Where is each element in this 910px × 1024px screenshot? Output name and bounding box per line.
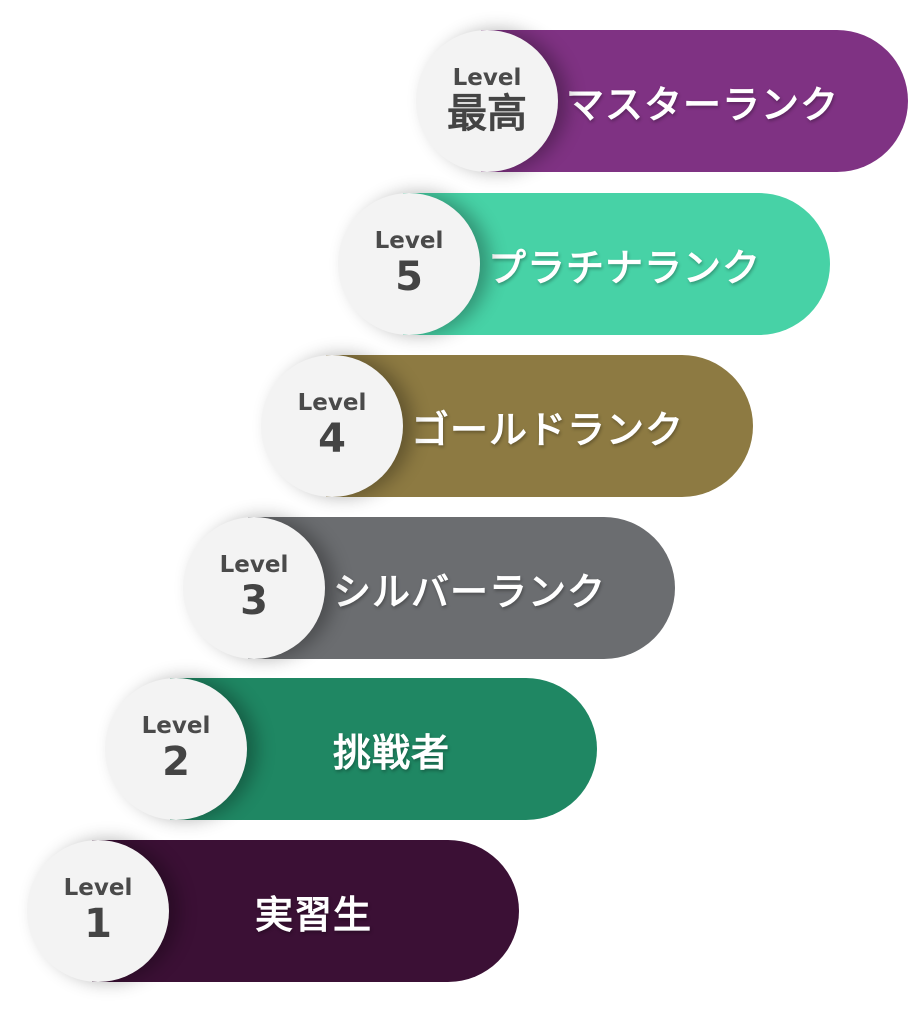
rank-challenger: 挑戦者 Level 2 [105,678,597,820]
rank-gold-name: ゴールドランク [410,407,684,452]
level-caption: Level [374,228,444,254]
rank-platinum-name: プラチナランク [487,245,761,290]
rank-master: マスターランク Level 最高 [416,30,908,172]
rank-challenger-level-badge: Level 2 [105,678,247,820]
level-value: 3 [240,578,268,624]
rank-platinum: プラチナランク Level 5 [338,193,830,335]
rank-silver-name: シルバーランク [332,569,606,614]
rank-gold-level-badge: Level 4 [261,355,403,497]
level-value: 1 [84,901,112,947]
level-caption: Level [141,713,211,739]
level-caption: Level [63,875,133,901]
level-value: 5 [395,254,423,300]
rank-gold: ゴールドランク Level 4 [261,355,753,497]
rank-master-level-badge: Level 最高 [416,30,558,172]
level-caption: Level [297,390,367,416]
rank-challenger-name: 挑戦者 [332,730,450,775]
level-value: 4 [318,416,346,462]
rank-trainee-level-badge: Level 1 [27,840,169,982]
level-value: 2 [162,739,190,785]
rank-trainee: 実習生 Level 1 [27,840,519,982]
rank-silver-level-badge: Level 3 [183,517,325,659]
level-caption: Level [452,65,522,91]
rank-silver: シルバーランク Level 3 [183,517,675,659]
rank-master-name: マスターランク [565,82,839,127]
level-caption: Level [219,552,289,578]
rank-platinum-level-badge: Level 5 [338,193,480,335]
level-value: 最高 [447,91,527,137]
rank-trainee-name: 実習生 [254,892,372,937]
